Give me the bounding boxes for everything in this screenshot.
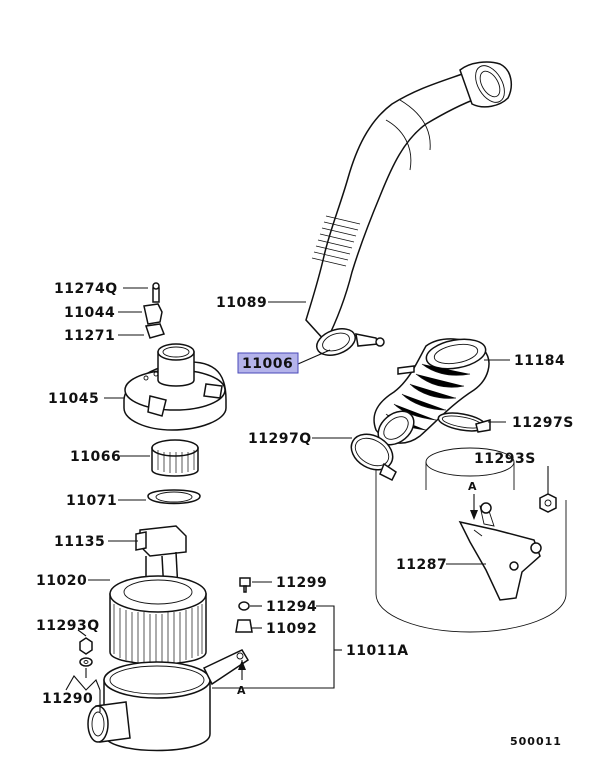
ref-arrow-a-bottom: A (237, 660, 247, 697)
label-11006[interactable]: 11006 (242, 356, 293, 372)
bracket-area-phantom (375, 447, 567, 633)
washer-11294[interactable] (238, 601, 250, 611)
label-11299[interactable]: 11299 (276, 575, 327, 591)
svg-text:A: A (237, 684, 247, 697)
label-11020[interactable]: 11020 (36, 573, 87, 589)
filter-pleats (113, 604, 203, 664)
gasket-11071[interactable] (147, 489, 201, 505)
label-11293S[interactable]: 11293S (474, 451, 536, 467)
air-cleaner-cover[interactable] (123, 343, 227, 431)
ref-arrow-a-top: A (468, 480, 478, 520)
leader-lines (65, 287, 549, 712)
nut-11293Q[interactable] (79, 637, 93, 655)
label-11290[interactable]: 11290 (42, 691, 93, 707)
air-intake-hose[interactable] (305, 61, 513, 360)
bolt-11299[interactable] (239, 577, 251, 593)
hose-clamp-11297S[interactable] (437, 410, 491, 434)
label-11092[interactable]: 11092 (266, 621, 317, 637)
svg-text:A: A (468, 480, 478, 493)
label-11293Q[interactable]: 11293Q (36, 618, 100, 634)
label-11135[interactable]: 11135 (54, 534, 105, 550)
label-11045[interactable]: 11045 (48, 391, 99, 407)
label-11066[interactable]: 11066 (70, 449, 121, 465)
hose-corrugation (311, 215, 361, 267)
clip-11274Q[interactable] (152, 282, 160, 303)
clip-11044[interactable] (143, 303, 163, 325)
washer-11290[interactable] (79, 657, 93, 667)
diagram-code: 500011 (510, 735, 562, 748)
highlight-box (237, 352, 299, 374)
label-11294[interactable]: 11294 (266, 599, 317, 615)
bellows-hose[interactable] (372, 335, 490, 452)
label-11044[interactable]: 11044 (64, 305, 115, 321)
clip-11271[interactable] (145, 323, 166, 339)
label-11271[interactable]: 11271 (64, 328, 115, 344)
label-11287[interactable]: 11287 (396, 557, 447, 573)
label-11297S[interactable]: 11297S (512, 415, 574, 431)
mounting-bracket[interactable] (458, 502, 542, 601)
label-11274Q[interactable]: 11274Q (54, 281, 118, 297)
hose-clamp-11297Q[interactable] (345, 427, 399, 482)
grommet-11092[interactable] (235, 619, 253, 633)
filter-element[interactable] (109, 575, 207, 665)
label-11297Q[interactable]: 11297Q (248, 431, 312, 447)
element-11066[interactable] (151, 439, 199, 477)
label-11071[interactable]: 11071 (66, 493, 117, 509)
label-11184[interactable]: 11184 (514, 353, 565, 369)
label-11089[interactable]: 11089 (216, 295, 267, 311)
nut-11293S[interactable] (539, 493, 557, 513)
part-labels: 11274Q 11044 11271 11089 11006 11045 111… (36, 281, 574, 748)
label-11011A[interactable]: 11011A (346, 643, 409, 659)
air-cleaner-case[interactable] (87, 649, 250, 752)
